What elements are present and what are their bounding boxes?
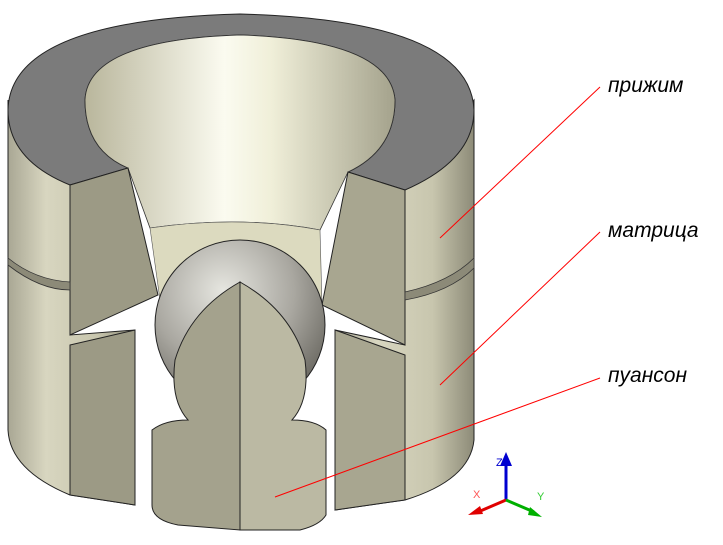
die-cut-face-left [69, 329, 136, 506]
leader-line-die [439, 231, 601, 386]
label-clamp: прижим [608, 74, 684, 97]
punch [151, 239, 327, 531]
z-label: Z [496, 457, 503, 469]
y-arrow-icon [528, 507, 542, 517]
x-arrow-icon [468, 506, 483, 515]
x-axis [477, 498, 507, 514]
z-arrow-icon [500, 452, 512, 466]
groove-right [404, 257, 475, 301]
inner-cone-surface [84, 34, 396, 231]
clamp-cut-face-right [321, 171, 406, 346]
label-punch: пуансон [608, 364, 688, 387]
y-label: Y [537, 491, 545, 503]
axis-triad: Z X Y [468, 452, 545, 517]
leader-line-clamp [439, 86, 601, 239]
label-die: матрица [608, 219, 699, 242]
groove [7, 257, 71, 291]
die-cut-face-right [334, 329, 406, 511]
x-label: X [473, 489, 481, 501]
leader-line-punch [274, 377, 601, 498]
